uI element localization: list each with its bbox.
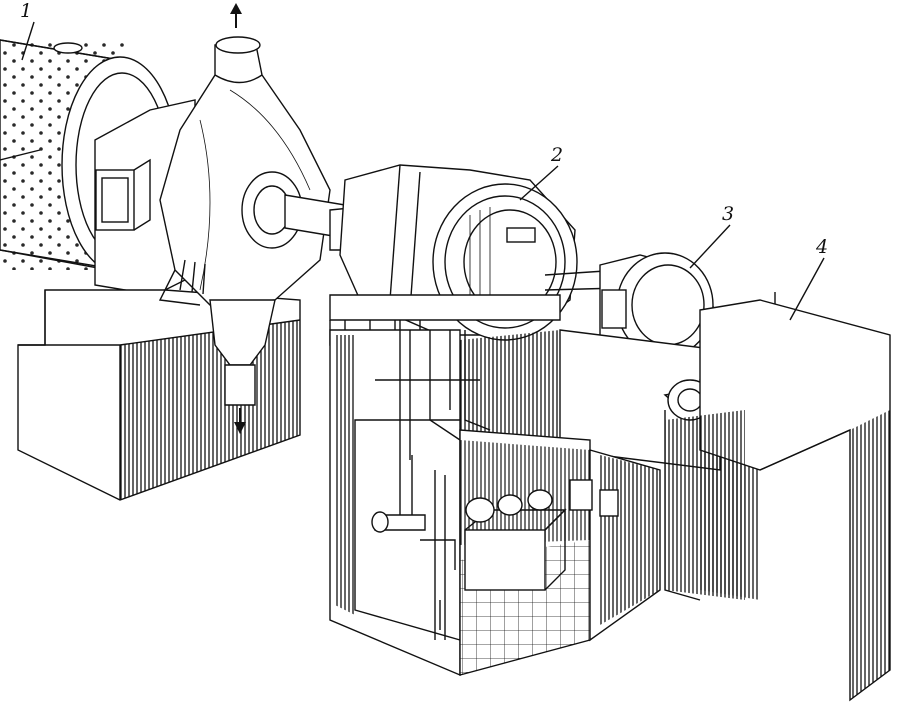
callout-3: 3 bbox=[722, 203, 735, 225]
right-foundation bbox=[664, 299, 891, 702]
arrow-down-icon bbox=[234, 408, 246, 434]
oil-station bbox=[371, 455, 619, 640]
arrow-up-icon bbox=[230, 3, 242, 28]
callout-2: 2 bbox=[551, 144, 564, 166]
lower-pit bbox=[329, 329, 661, 677]
oil-piping bbox=[375, 320, 491, 460]
leader-lines bbox=[21, 21, 825, 321]
exciter bbox=[544, 252, 716, 361]
callout-1: 1 bbox=[20, 0, 33, 22]
callout-4: 4 bbox=[816, 236, 829, 258]
